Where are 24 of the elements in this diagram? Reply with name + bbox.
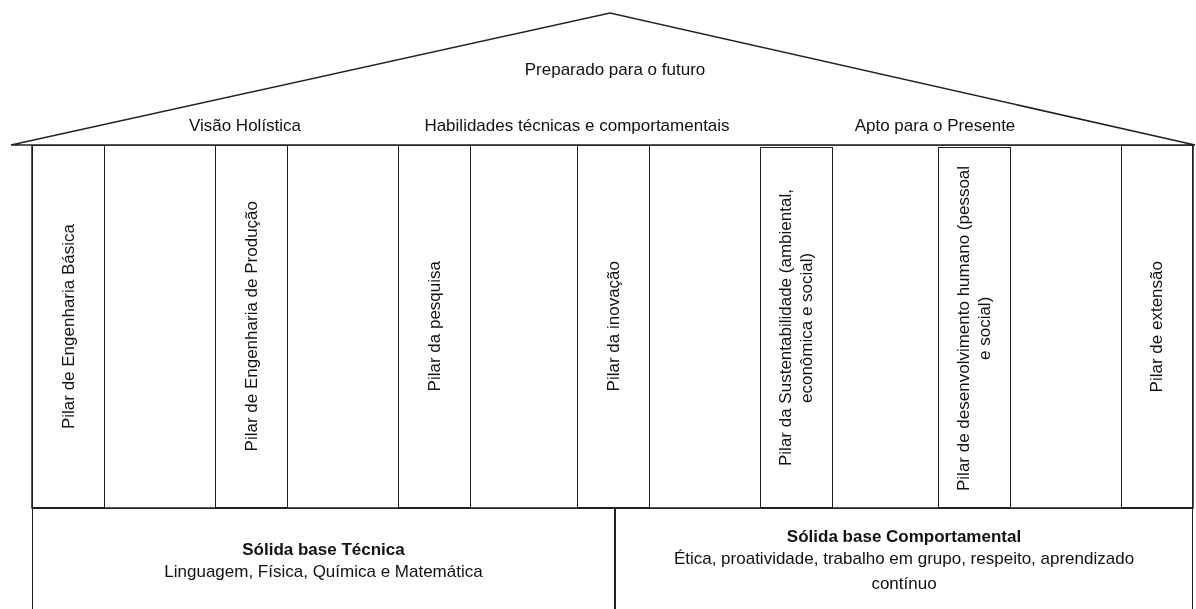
roof-label: Habilidades técnicas e comportamentais: [424, 116, 730, 136]
roof-label: Visão Holística: [188, 116, 302, 136]
pillar-label: Pilar de Engenharia de Produção: [240, 201, 262, 452]
base-panel: [615, 508, 1193, 609]
pillar: [215, 145, 288, 508]
pillar-label: Pilar de desenvolvimento humano (pessoal e social): [953, 163, 996, 493]
base-description: Ética, proatividade, trabalho em grupo, respeito, aprendizado contínuo: [672, 548, 1136, 595]
pillar: [1121, 145, 1193, 508]
pillar-label: Pilar da pesquisa: [423, 261, 445, 392]
pillar-label: Pilar de Engenharia Básica: [57, 223, 79, 430]
pillar-label: Pilar da inovação: [602, 261, 624, 392]
pillar-label: Pilar de extensão: [1146, 260, 1168, 393]
pillar: [577, 145, 650, 508]
base-heading: Sólida base Técnica: [242, 539, 405, 560]
pillar: [938, 147, 1011, 508]
roof-label: Apto para o Presente: [854, 116, 1016, 136]
roof-title: Preparado para o futuro: [524, 60, 706, 80]
pillar-label: Pilar da Sustentabilidade (ambiental, econômica e social): [775, 188, 818, 468]
pillar: [398, 145, 471, 508]
pillar: [32, 145, 105, 508]
pillar: [760, 147, 833, 508]
base-panel: [32, 508, 615, 609]
base-description: Linguagem, Física, Química e Matemática: [164, 560, 483, 583]
base-heading: Sólida base Comportamental: [786, 527, 1022, 548]
